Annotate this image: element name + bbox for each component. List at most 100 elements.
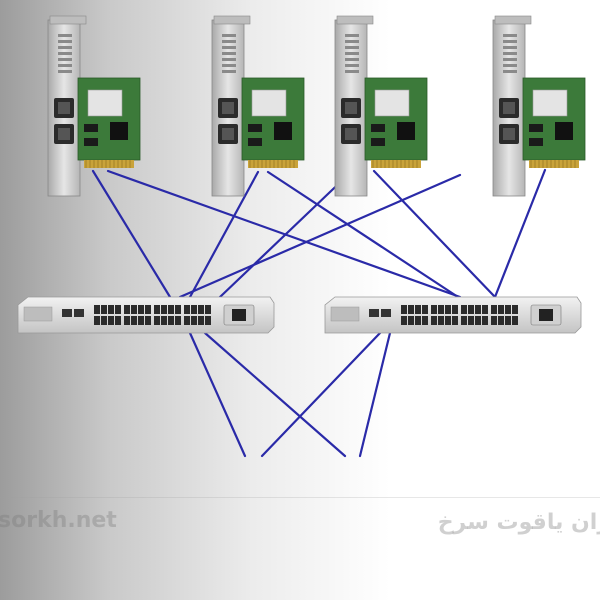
- sfp-port: [101, 305, 107, 314]
- fiber-cable: [358, 331, 392, 458]
- sfp-port: [94, 305, 100, 314]
- bracket-vent: [222, 64, 236, 67]
- memory-chip: [371, 138, 385, 146]
- power-socket: [539, 309, 553, 321]
- port-slot: [58, 102, 70, 114]
- fiber-cables: [91, 168, 547, 458]
- sfp-port: [431, 316, 437, 325]
- sfp-port: [198, 316, 204, 325]
- fiber-cable: [266, 170, 460, 299]
- fiber-cable: [178, 173, 462, 299]
- bracket-vent: [222, 40, 236, 43]
- bracket-vent: [345, 52, 359, 55]
- bracket-vent: [345, 40, 359, 43]
- sfp-port: [452, 316, 458, 325]
- port-slot: [345, 102, 357, 114]
- bracket-vent: [345, 58, 359, 61]
- sfp-port: [491, 305, 497, 314]
- bracket-vent: [503, 46, 517, 49]
- bracket-vent: [503, 40, 517, 43]
- sfp-port: [205, 305, 211, 314]
- switch-label-plate: [23, 306, 53, 322]
- sfp-port: [438, 305, 444, 314]
- sfp-port: [475, 316, 481, 325]
- sfp-port: [161, 305, 167, 314]
- bracket-vent: [345, 70, 359, 73]
- bracket-tab: [336, 15, 374, 25]
- bracket-vent: [222, 58, 236, 61]
- sfp-port: [408, 305, 414, 314]
- sfp-port: [184, 316, 190, 325]
- watermark-right: ران یاقوت سرخ: [437, 510, 600, 535]
- sfp-port: [498, 316, 504, 325]
- port-slot: [222, 128, 234, 140]
- console-port: [381, 309, 391, 317]
- memory-chip: [371, 124, 385, 132]
- bracket-vent: [58, 64, 72, 67]
- sfp-port: [475, 305, 481, 314]
- port-slot: [503, 128, 515, 140]
- bracket-tab: [213, 15, 251, 25]
- sfp-port: [415, 305, 421, 314]
- sfp-port: [94, 316, 100, 325]
- switch-label-plate: [330, 306, 360, 322]
- heatsink-chip: [87, 89, 123, 117]
- console-port: [74, 309, 84, 317]
- sfp-port: [482, 316, 488, 325]
- sfp-port: [131, 316, 137, 325]
- bracket-vent: [503, 34, 517, 37]
- sfp-port: [401, 316, 407, 325]
- sfp-port: [145, 305, 151, 314]
- port-slot: [503, 102, 515, 114]
- heatsink-chip: [374, 89, 410, 117]
- bracket-vent: [58, 58, 72, 61]
- port-slot: [222, 102, 234, 114]
- bracket-vent: [503, 70, 517, 73]
- sfp-port: [175, 316, 181, 325]
- bracket-vent: [58, 46, 72, 49]
- fiber-cable: [188, 170, 260, 299]
- bracket-vent: [222, 70, 236, 73]
- sfp-port: [445, 316, 451, 325]
- sfp-port: [401, 305, 407, 314]
- sfp-port: [101, 316, 107, 325]
- memory-chip: [84, 138, 98, 146]
- sfp-port: [445, 305, 451, 314]
- bracket-vent: [222, 52, 236, 55]
- sfp-port: [461, 305, 467, 314]
- sfp-port: [108, 305, 114, 314]
- bracket-vent: [222, 34, 236, 37]
- bracket-tab: [494, 15, 532, 25]
- pcie-connector: [529, 160, 579, 168]
- sfp-port: [431, 305, 437, 314]
- power-socket: [232, 309, 246, 321]
- bracket-vent: [345, 64, 359, 67]
- sfp-port: [115, 305, 121, 314]
- fc-switch-right: [324, 296, 582, 334]
- sfp-port: [468, 316, 474, 325]
- sfp-port: [145, 316, 151, 325]
- sfp-port: [154, 316, 160, 325]
- card-bracket: [492, 19, 526, 197]
- sfp-port: [191, 316, 197, 325]
- sfp-port: [422, 305, 428, 314]
- port-slot: [345, 128, 357, 140]
- sfp-port: [154, 305, 160, 314]
- fiber-cable: [203, 331, 347, 458]
- fiber-cable: [218, 169, 354, 299]
- sfp-port: [505, 305, 511, 314]
- controller-chip: [110, 122, 128, 140]
- hba-card-4: [492, 15, 586, 197]
- sfp-port: [161, 316, 167, 325]
- bracket-vent: [503, 58, 517, 61]
- heatsink-chip: [532, 89, 568, 117]
- heatsink-chip: [251, 89, 287, 117]
- fiber-cable: [188, 331, 247, 458]
- pcie-connector: [248, 160, 298, 168]
- sfp-port: [482, 305, 488, 314]
- watermark-left: sorkh.net: [0, 508, 117, 533]
- sfp-port: [452, 305, 458, 314]
- fc-switch-left: [17, 296, 275, 334]
- sfp-port: [461, 316, 467, 325]
